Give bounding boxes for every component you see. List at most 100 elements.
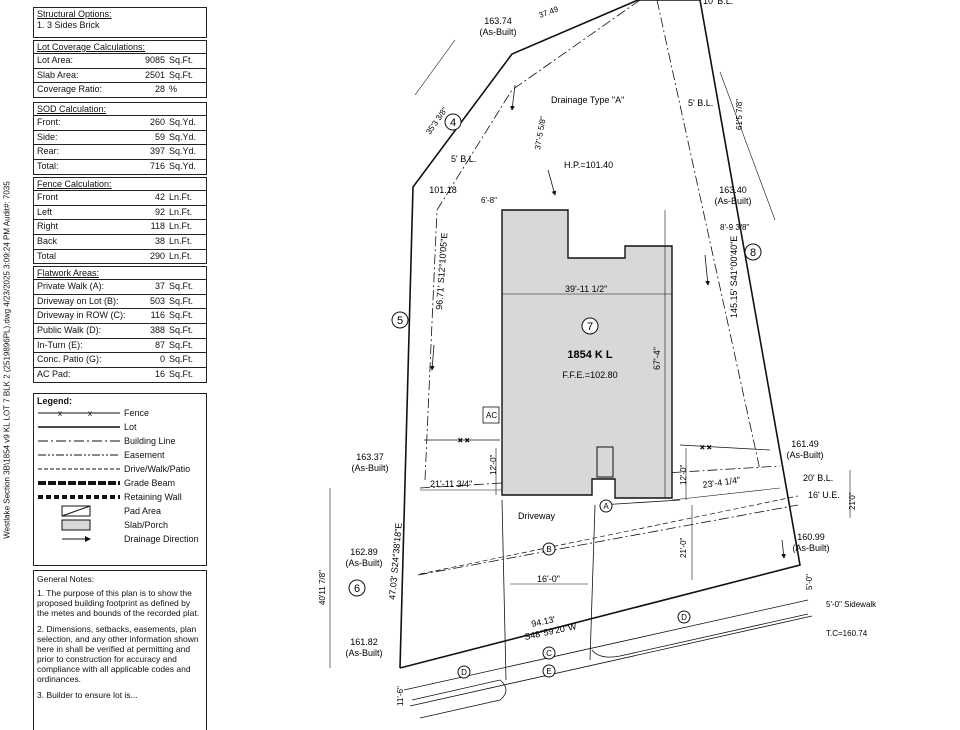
flatwork-tag-circle <box>457 665 471 679</box>
dimension-lines <box>329 39 851 668</box>
legend-label: Building Line <box>124 436 176 446</box>
elevation-tag: (As-Built) <box>714 196 751 206</box>
legend-item: Drainage Direction <box>34 532 206 546</box>
legend-item: Drive/Walk/Patio <box>34 462 206 476</box>
lot-boundary <box>399 0 801 669</box>
legend-item: Retaining Wall <box>34 490 206 504</box>
fence-unit: Ln.Ft. <box>169 192 193 202</box>
dim-right-rear: 61'5 7/8" <box>735 99 744 130</box>
fence-label: Front <box>37 192 59 202</box>
legend-item: Building Line <box>34 434 206 448</box>
flatwork-tag-circle <box>542 664 556 678</box>
sod-value: 716 <box>149 161 165 172</box>
fence-value: 38 <box>154 236 165 247</box>
legend-symbol <box>38 468 120 470</box>
elevation-value: 160.99 <box>797 532 825 542</box>
neighbor-lot-8-circle <box>744 243 762 261</box>
neighbor-lot-4: 4 <box>450 117 456 129</box>
bearing-right: 145.15' S41°00'40"E <box>729 236 739 318</box>
fence-label: Left <box>37 206 53 217</box>
flatwork-label: AC Pad: <box>37 369 71 380</box>
svg-text:× ×: × × <box>458 436 470 445</box>
sod-label: Front: <box>37 117 61 127</box>
legend-symbol <box>38 440 120 442</box>
fence-unit: Ln.Ft. <box>169 206 193 217</box>
ffe-label: F.F.E.=102.80 <box>562 370 617 380</box>
legend-label: Slab/Porch <box>124 520 169 530</box>
bearing-left-front: 47.03' S24°38'18"E <box>387 522 404 600</box>
flatwork-value: 16 <box>154 369 165 380</box>
flatwork-value: 116 <box>150 310 165 321</box>
flatwork-value: 0 <box>159 354 165 365</box>
sod-unit: Sq.Yd. <box>169 146 197 157</box>
flatwork-tag-circle <box>542 542 556 556</box>
legend-label: Pad Area <box>124 506 162 516</box>
legend-label: Drainage Direction <box>124 534 199 544</box>
svg-text:x: x <box>58 409 62 418</box>
flatwork-unit: Sq.Ft. <box>169 339 194 350</box>
dim-right-top: 8'-9 3/8" <box>720 223 749 232</box>
elevation-value: 161.49 <box>791 439 819 449</box>
flatwork-unit: Sq.Ft. <box>169 310 194 321</box>
dim-front-ue: 21'0" <box>848 492 857 510</box>
dim-depth: 67'-4" <box>652 347 662 370</box>
elevation-tag: (As-Built) <box>345 558 382 568</box>
setback-bl-top: 5' B.L. <box>688 98 713 108</box>
flatwork-label: Driveway in ROW (C): <box>37 310 126 321</box>
lot_coverage-row: Coverage Ratio:28% <box>34 83 206 97</box>
flatwork-unit: Sq.Ft. <box>169 325 194 336</box>
setback-ue: 16' U.E. <box>808 490 840 500</box>
sod-unit: Sq.Yd. <box>169 131 197 142</box>
fence-unit: Ln.Ft. <box>169 221 193 232</box>
front-porch <box>596 446 614 478</box>
flatwork-title: Flatwork Areas: <box>34 267 206 280</box>
elevation-value: 163.40 <box>719 185 747 195</box>
dim-width: 39'-11 1/2" <box>565 284 607 294</box>
legend-item: Pad Area <box>34 504 206 518</box>
legend-item: Lot <box>34 420 206 434</box>
flatwork-tag-circle <box>599 499 613 513</box>
elevation-tag: (As-Built) <box>345 648 382 658</box>
flatwork-value: 388 <box>149 325 165 336</box>
drainage-arrows <box>429 84 786 559</box>
flatwork-label: Private Walk (A): <box>37 281 105 291</box>
lot_coverage-unit: Sq.Ft. <box>169 69 194 80</box>
flatwork-label: In-Turn (E): <box>37 339 83 350</box>
sod-value: 59 <box>154 131 165 142</box>
sidewalk-label: 5'-0" Sidewalk <box>826 600 877 609</box>
elevation-tag: (As-Built) <box>479 27 516 37</box>
legend-label: Drive/Walk/Patio <box>124 464 191 474</box>
neighbor-lot-4-circle <box>444 113 462 131</box>
legend-symbol <box>61 505 91 517</box>
sod-value: 260 <box>149 117 165 127</box>
fence-label: Back <box>37 236 58 247</box>
note-item: 3. Builder to ensure lot is... <box>37 690 138 700</box>
legend-symbol <box>38 454 120 456</box>
lot-number: 7 <box>587 321 593 333</box>
flatwork-tag: A <box>603 502 609 511</box>
elevation-value: 163.37 <box>356 452 384 462</box>
legend-item: Grade Beam <box>34 476 206 490</box>
legend-symbol <box>38 495 120 499</box>
sod-unit: Sq.Yd. <box>169 117 197 127</box>
dim-bl-top: 37'-5 5/8" <box>533 115 548 150</box>
flatwork-row: Driveway in ROW (C): 116 Sq.Ft. <box>34 309 206 325</box>
driveway <box>501 499 681 681</box>
dim-right-setback: 23'-4 1/4" <box>702 475 741 490</box>
neighbor-lot-6: 6 <box>354 583 360 595</box>
notes-title: General Notes: <box>37 574 95 584</box>
structural-options-panel: Structural Options: 1. 3 Sides Brick <box>33 7 207 38</box>
flatwork-unit: Sq.Ft. <box>169 295 194 306</box>
